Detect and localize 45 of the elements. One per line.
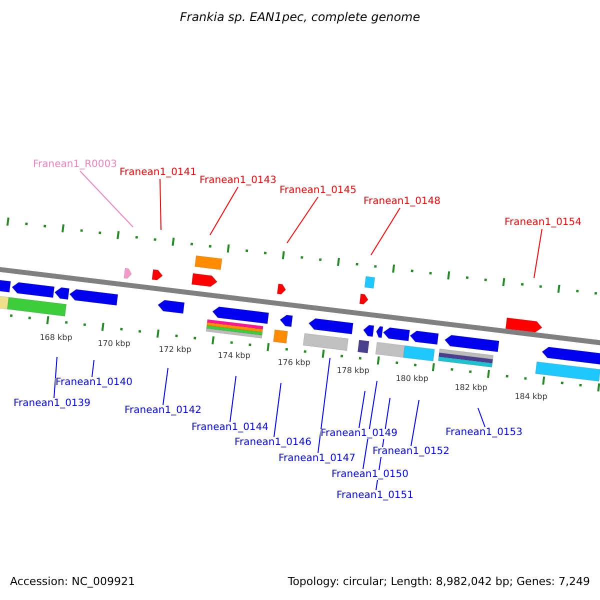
leader-line xyxy=(318,358,330,454)
gene-label: Franean1_0151 xyxy=(336,491,414,501)
leader-line xyxy=(160,178,162,230)
gene-label: Franean1_0140 xyxy=(55,378,133,388)
genome-info-text: Topology: circular; Length: 8,982,042 bp; Genes: 7,249 xyxy=(288,576,590,587)
scale-label: 184 kbp xyxy=(514,393,548,401)
gene-label: Franean1_0147 xyxy=(278,454,356,464)
leader-line xyxy=(230,376,236,422)
leader-line xyxy=(362,380,378,470)
scale-label: 174 kbp xyxy=(218,352,250,360)
leader-line xyxy=(162,368,168,406)
gene-label: Franean1_0142 xyxy=(124,406,202,416)
leader-line xyxy=(54,356,58,398)
scale-label: 168 kbp xyxy=(40,334,72,342)
gene-label: Franean1_0152 xyxy=(372,447,450,457)
gene-label: Franean1_0144 xyxy=(191,423,269,433)
scale-label: 176 kbp xyxy=(278,359,310,367)
leader-line xyxy=(478,408,486,428)
gene-label: Franean1_0149 xyxy=(320,429,398,439)
leader-line xyxy=(80,170,134,228)
leader-line xyxy=(410,400,420,446)
leader-line xyxy=(210,186,238,236)
gene-label: Franean1_0139 xyxy=(13,399,91,409)
gene-label: Franean1_0145 xyxy=(279,186,357,196)
leader-line xyxy=(286,196,318,244)
leader-line xyxy=(92,360,94,378)
gene-label: Franean1_0143 xyxy=(199,176,277,186)
gene-label: Franean1_R0003 xyxy=(33,160,117,170)
scale-label: 170 kbp xyxy=(98,340,130,348)
scale-label: 180 kbp xyxy=(396,375,428,383)
gene-label: Franean1_0150 xyxy=(331,470,409,480)
leader-line xyxy=(370,208,400,256)
gene-label: Franean1_0153 xyxy=(445,428,523,438)
scale-label: 178 kbp xyxy=(336,367,370,375)
leader-line xyxy=(358,390,366,428)
gene-label: Franean1_0154 xyxy=(504,218,582,228)
scale-label: 182 kbp xyxy=(454,384,488,392)
title: Frankia sp. EAN1pec, complete genome xyxy=(180,11,420,23)
gene-label: Franean1_0141 xyxy=(119,168,197,178)
gene-label: Franean1_0146 xyxy=(234,438,312,448)
leader-line xyxy=(274,382,282,438)
scale-label: 172 kbp xyxy=(158,346,192,354)
accession-text: Accession: NC_009921 xyxy=(10,576,136,587)
gene-label: Franean1_0148 xyxy=(363,197,441,207)
leader-line xyxy=(534,228,542,278)
